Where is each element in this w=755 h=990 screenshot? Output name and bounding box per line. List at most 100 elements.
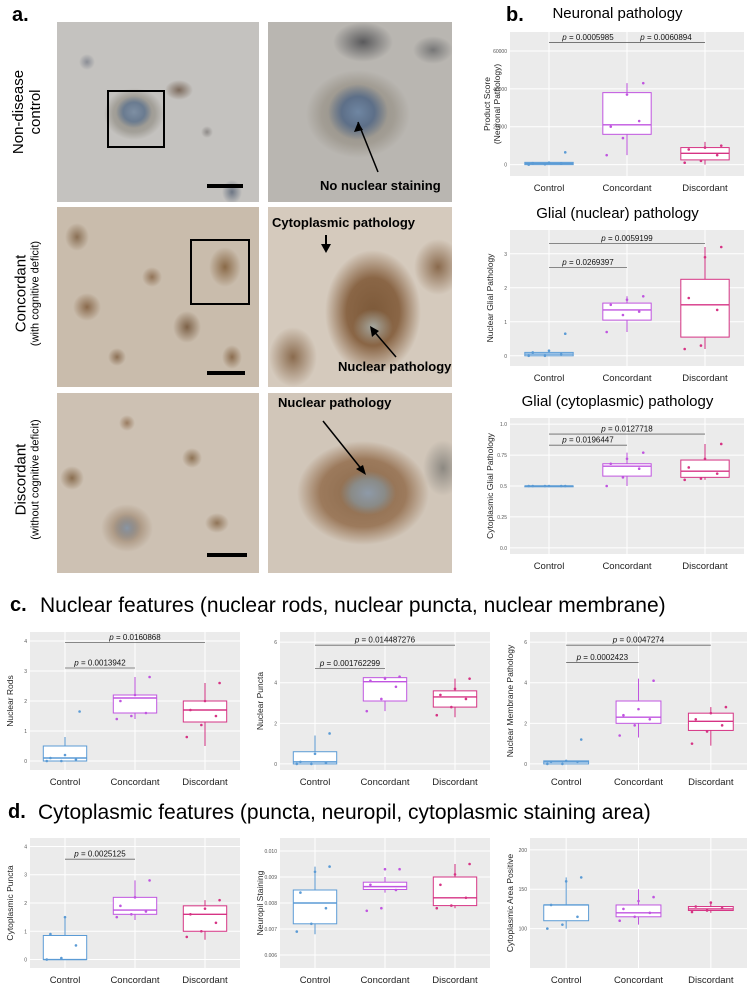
box — [680, 459, 730, 478]
x-tick-label: Control — [551, 975, 582, 986]
data-point — [189, 913, 192, 916]
p-value-symbol: p — [354, 636, 360, 645]
data-point — [144, 910, 148, 913]
panel-b-label: b. — [506, 4, 524, 26]
x-tick-label: Concordant — [360, 975, 409, 986]
micrograph-concordant-overview — [57, 207, 259, 387]
p-value-symbol: p — [600, 425, 606, 434]
y-axis-label: Nuclear Puncta — [255, 672, 265, 730]
y-tick-label: 6 — [274, 640, 277, 646]
arrow-no-nuclear — [354, 121, 379, 173]
y-axis-label: Cytoplasmic Area Positive — [505, 854, 515, 953]
p-value-label: p = 0.0196447 — [561, 436, 614, 445]
p-value-symbol: p — [561, 436, 567, 445]
p-value-label: p = 0.0127718 — [600, 425, 653, 434]
data-point — [724, 705, 728, 709]
data-point — [49, 932, 52, 936]
data-point — [185, 735, 189, 739]
box — [292, 751, 338, 765]
y-tick-label: 0.010 — [264, 849, 277, 855]
x-tick-label: Discordant — [182, 777, 228, 788]
p-value-label: p = 0.001762299 — [319, 659, 381, 668]
y-axis-label: Product Score(Neuronal Pathology) — [482, 64, 502, 144]
data-point — [74, 944, 78, 947]
data-point — [468, 862, 471, 866]
data-point — [547, 349, 551, 352]
data-point — [648, 911, 652, 915]
p-value-label: p = 0.0060894 — [639, 33, 692, 42]
data-point — [637, 707, 640, 711]
data-point — [380, 906, 383, 910]
p-value-number: = 0.0196447 — [567, 436, 614, 445]
y-tick-label: 200 — [519, 848, 528, 854]
data-point — [398, 675, 401, 678]
data-point — [705, 730, 709, 733]
data-point — [45, 958, 49, 961]
y-tick-label: 2 — [274, 721, 277, 727]
data-point — [365, 909, 369, 913]
data-point — [637, 119, 641, 123]
data-point — [622, 713, 625, 717]
data-point — [203, 907, 207, 910]
data-point — [324, 906, 328, 910]
y-tick-label: 1 — [24, 729, 27, 735]
x-tick-label: Discordant — [682, 183, 728, 194]
y-tick-label: 4 — [274, 681, 277, 687]
p-value-number: = 0.0060894 — [645, 33, 692, 42]
p-value-number: = 0.0005985 — [567, 33, 614, 42]
box — [543, 904, 590, 922]
x-tick-label: Concordant — [614, 975, 663, 986]
data-point — [203, 699, 207, 703]
data-point — [398, 867, 401, 871]
p-value-number: = 0.0059199 — [606, 234, 653, 243]
y-tick-label: 0.75 — [497, 453, 507, 459]
data-point — [703, 255, 707, 259]
data-point — [563, 484, 567, 488]
data-point — [218, 898, 221, 902]
data-point — [609, 303, 613, 307]
data-point — [625, 93, 629, 96]
data-point — [625, 298, 629, 301]
chart-title-glial-cyto: Glial (cytoplasmic) pathology — [521, 393, 714, 410]
x-tick-label: Control — [50, 975, 81, 986]
data-point — [439, 883, 442, 887]
data-point — [703, 146, 707, 149]
y-tick-label: 0.007 — [264, 927, 277, 933]
data-point — [115, 717, 119, 721]
data-point — [719, 245, 723, 249]
data-point — [561, 923, 564, 926]
y-tick-label: 0.008 — [264, 901, 277, 907]
data-point — [563, 151, 567, 154]
p-value-number: = 0.0002423 — [581, 653, 628, 662]
data-point — [328, 732, 331, 735]
x-tick-label: Concordant — [110, 975, 159, 986]
data-point — [641, 81, 645, 85]
scale-bar — [207, 371, 245, 375]
data-point — [119, 904, 122, 908]
box — [432, 876, 478, 907]
row-label-discordant-sub: (without cognitive deficit) — [29, 419, 42, 540]
x-tick-label: Concordant — [602, 183, 651, 194]
panel-d-label: d. — [8, 801, 26, 823]
y-axis-label-line: Nuclear Rods — [5, 675, 15, 727]
data-point — [310, 922, 313, 926]
p-value-number: = 0.0025125 — [79, 850, 126, 859]
data-point — [559, 352, 563, 356]
data-point — [652, 679, 655, 683]
data-point — [687, 466, 691, 469]
data-point — [687, 148, 691, 151]
zoom-box — [190, 239, 250, 305]
panel-a-label: a. — [12, 4, 29, 26]
data-point — [699, 344, 703, 347]
p-value-symbol: p — [319, 659, 325, 668]
data-point — [531, 351, 535, 354]
panel-c-title: Nuclear features (nuclear rods, nuclear … — [40, 594, 666, 617]
p-value-label: p = 0.0005985 — [561, 33, 614, 42]
data-point — [313, 870, 317, 874]
p-value-label: p = 0.0025125 — [73, 850, 126, 859]
p-value-symbol: p — [561, 33, 567, 42]
